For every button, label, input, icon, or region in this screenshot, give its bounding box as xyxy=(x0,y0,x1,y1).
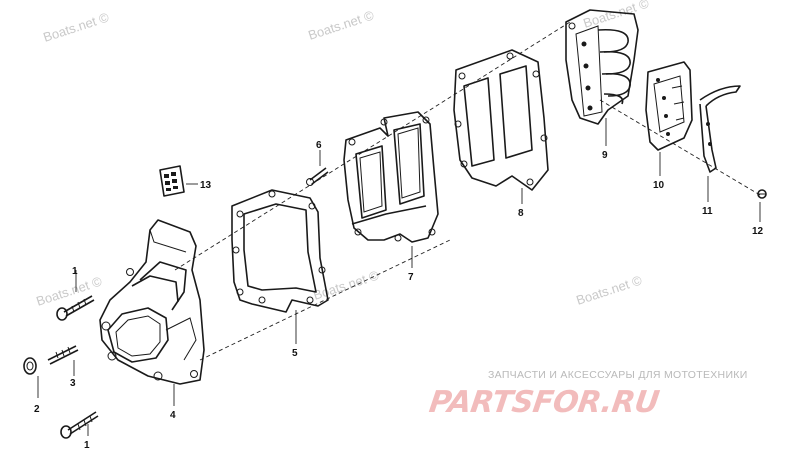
part-1-bolt-upper xyxy=(56,270,95,321)
advert-logo: PARTSFOR.RU xyxy=(427,385,661,420)
part-13-decal xyxy=(159,165,198,197)
watermark-4: Boats.net © xyxy=(34,273,104,308)
part-4-intake-housing xyxy=(99,219,205,385)
part-6-screw xyxy=(306,150,329,186)
callout-13: 13 xyxy=(200,180,212,191)
callout-11: 11 xyxy=(702,206,713,217)
callout-3: 3 xyxy=(70,378,76,389)
part-11-reed-stop xyxy=(699,85,741,202)
callout-4: 4 xyxy=(170,410,176,421)
part-10-reed-plate xyxy=(645,61,693,176)
part-12-screw xyxy=(757,189,767,222)
callout-7: 7 xyxy=(408,272,414,283)
part-7-reed-cage xyxy=(343,111,439,243)
part-3-stud xyxy=(47,345,79,376)
callout-6: 6 xyxy=(316,140,322,151)
callout-1-lower: 1 xyxy=(84,440,90,451)
part-5-gasket xyxy=(231,189,329,313)
callout-9: 9 xyxy=(602,150,608,161)
callout-8: 8 xyxy=(518,208,524,219)
callout-12: 12 xyxy=(752,226,764,237)
callout-1: 1 xyxy=(72,266,78,277)
part-9-reed-block xyxy=(565,9,639,146)
watermark-2: Boats.net © xyxy=(306,7,376,42)
part-1-bolt-lower xyxy=(60,411,99,439)
alignment-line-upper xyxy=(174,21,571,271)
advert-subtitle: ЗАПЧАСТИ И АКСЕССУАРЫ ДЛЯ МОТОТЕХНИКИ xyxy=(488,369,748,381)
alignment-line-reed xyxy=(599,99,761,196)
alignment-line-lower xyxy=(199,239,451,361)
part-8-gasket xyxy=(453,49,549,191)
watermark-6: Boats.net © xyxy=(574,272,644,307)
callout-5: 5 xyxy=(292,348,298,359)
part-2-nut xyxy=(23,357,39,398)
callout-2: 2 xyxy=(34,404,40,415)
watermark-3: Boats.net © xyxy=(581,0,651,31)
callout-10: 10 xyxy=(653,180,665,191)
watermark-1: Boats.net © xyxy=(41,9,111,44)
